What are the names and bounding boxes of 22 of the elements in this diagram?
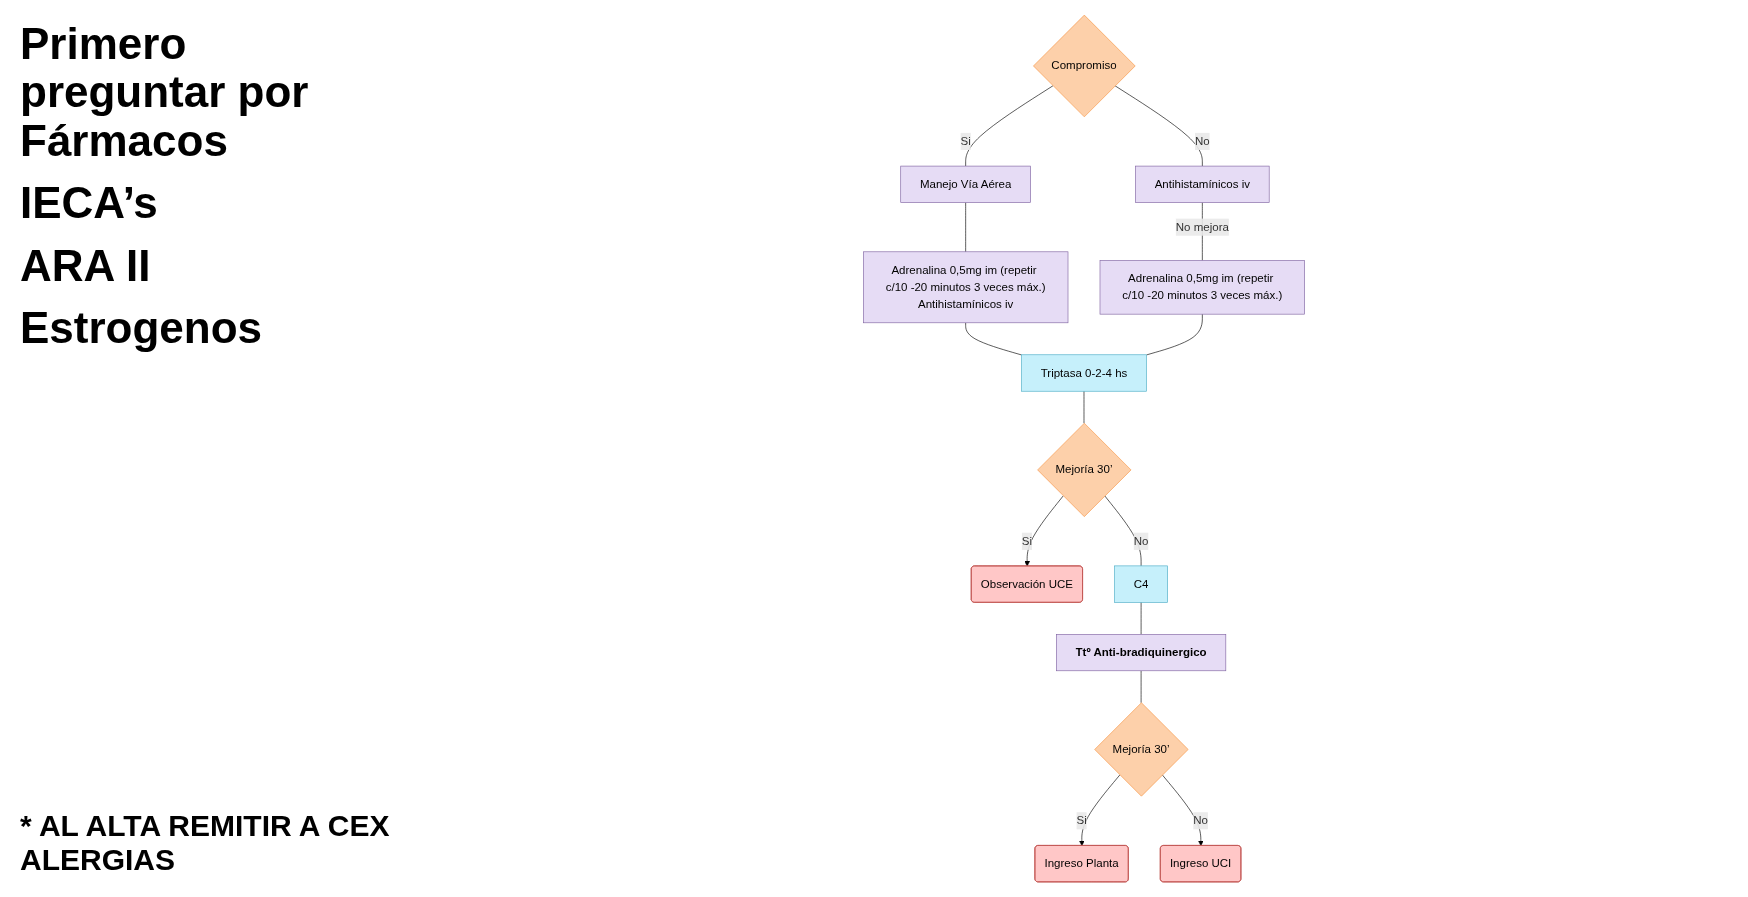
overlay-heading: ARA II <box>20 241 152 290</box>
node-diamond: Compromiso <box>1033 14 1136 118</box>
node-diamond: Mejoría 30’ <box>1094 702 1189 797</box>
node-box: C4 <box>1114 565 1168 603</box>
edge-label: No <box>1193 814 1208 827</box>
node-box: Manejo Vía Aérea <box>900 165 1031 203</box>
node-box: Triptasa 0-2-4 hs <box>1021 354 1147 392</box>
edge-label: Si <box>960 134 971 148</box>
edge-label: No <box>1194 134 1210 148</box>
overlay-heading: IECA’s <box>20 179 159 228</box>
edge-label: Si <box>1021 534 1033 548</box>
overlay-heading: Primero preguntar por Fármacos <box>20 20 310 166</box>
node-box: Ttº Anti-bradiquinergico <box>1056 634 1227 672</box>
edge-label: No <box>1133 534 1149 548</box>
overlay-heading: Estrogenos <box>20 303 264 353</box>
edge-label: No mejora <box>1175 220 1229 234</box>
node-box: Adrenalina 0,5mg im (repetir c/10 -20 minutos 3 veces máx.) <box>1099 260 1305 315</box>
node-box: Adrenalina 0,5mg im (repetir c/10 -20 minutos 3 veces máx.) Antihistamínicos iv <box>863 251 1069 324</box>
node-box: Antihistamínicos iv <box>1135 165 1270 203</box>
edge-label: Si <box>1076 814 1087 827</box>
node-diamond: Mejoría 30’ <box>1037 422 1132 517</box>
footnote: * AL ALTA REMITIR A CEX ALERGIAS <box>20 809 391 877</box>
